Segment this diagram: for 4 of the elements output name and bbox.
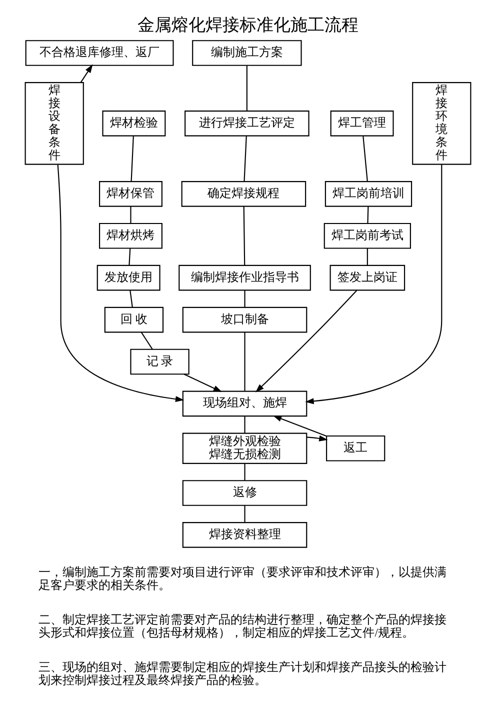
label: 三、现场的组对、施焊需要制定相应的焊接生产计划和焊接产品接头的检验计划来控制焊接过程及最终焊接产品的检验。 bbox=[38, 660, 447, 687]
label: 一，编制施工方案前需要对项目进行评审（要求评审和技术评审），以提供满足客户要求的相关条件。 bbox=[38, 565, 447, 592]
label: 二、制定焊接工艺评定前需要对产品的结构进行整理，确定整个产品的焊接接头形式和焊接位置（包括母材规格），制定相应的焊接工艺文件/规程。 bbox=[38, 612, 447, 640]
diagram-title: 金属熔化焊接标准化施工流程 bbox=[138, 16, 358, 35]
